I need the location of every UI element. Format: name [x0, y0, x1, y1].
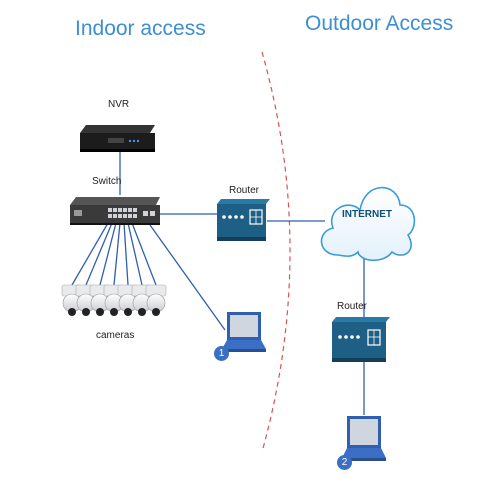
laptop-icon: [342, 416, 386, 461]
laptop-2-badge: 2: [337, 455, 352, 470]
camera-icon: [145, 284, 167, 316]
nvr-label: NVR: [108, 99, 130, 110]
cable-switch-camera-7: [131, 222, 157, 286]
indoor-outdoor-divider: [261, 51, 291, 453]
router-icon: [332, 317, 390, 362]
cloud-icon: [320, 186, 416, 262]
outdoor-access-title: Outdoor Access: [305, 12, 454, 35]
cable-switch-camera-4: [113, 222, 121, 286]
camera-icon: [75, 284, 97, 316]
cable-switch-camera-1: [71, 222, 109, 286]
cameras: [61, 284, 167, 316]
cable-switch-laptop1: [149, 224, 226, 331]
router-indoor-label: Router: [229, 185, 260, 196]
laptop-1-badge: 1: [214, 346, 229, 361]
nvr-icon: [80, 125, 155, 152]
cable-switch-camera-3: [99, 222, 117, 286]
cable-switch-camera-2: [85, 222, 113, 286]
cameras-label: cameras: [96, 330, 135, 341]
laptop-icon: [222, 312, 266, 352]
router-icon: [217, 199, 270, 241]
cables: [71, 152, 365, 415]
indoor-access-title: Indoor access: [75, 17, 206, 40]
router-outdoor-label: Router: [337, 301, 368, 312]
switch-label: Switch: [92, 176, 122, 187]
cable-switch-camera-5: [123, 222, 129, 286]
switch-icon: [70, 197, 160, 225]
internet-label: INTERNET: [342, 209, 392, 220]
cable-switch-camera-6: [127, 222, 143, 286]
